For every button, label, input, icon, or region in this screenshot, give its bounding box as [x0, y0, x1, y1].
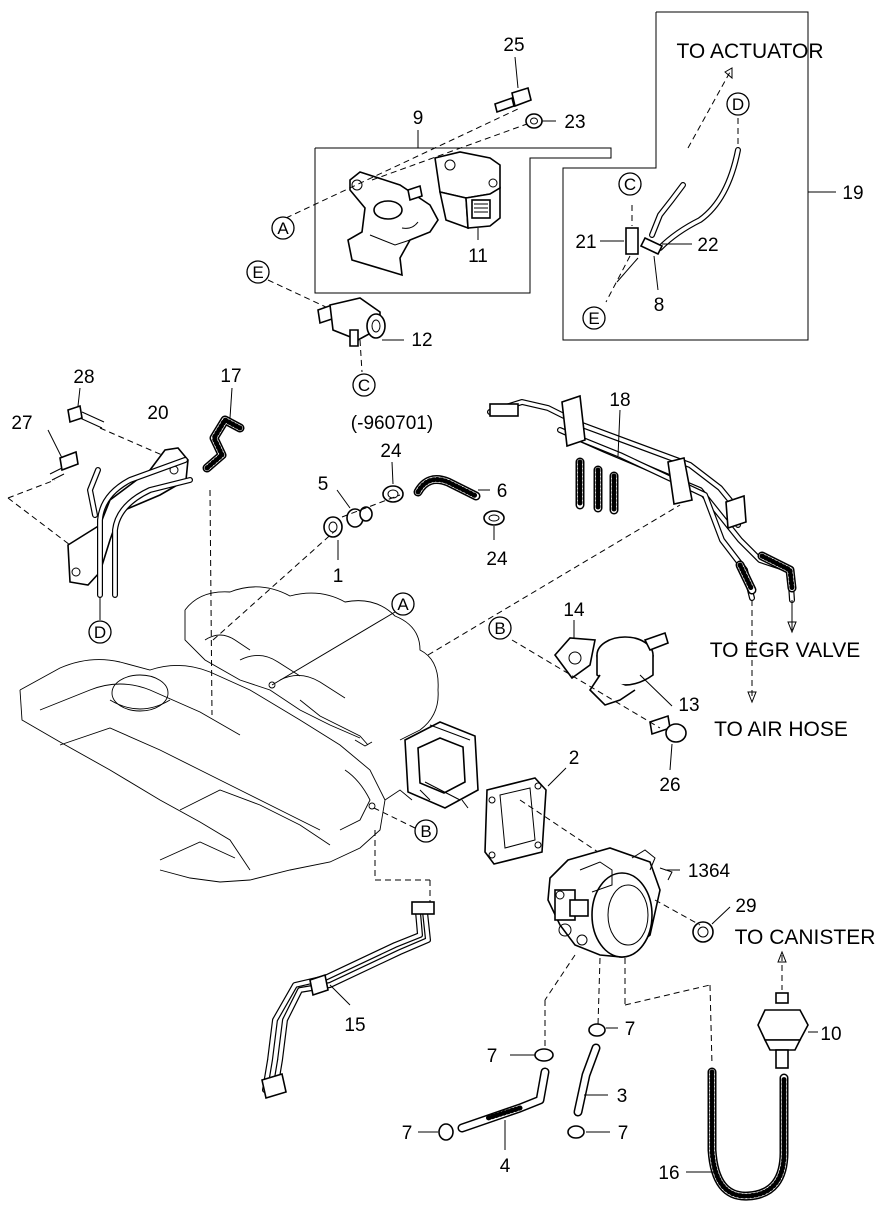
- hose-4: [457, 1067, 550, 1150]
- clamp-24-upper: [382, 461, 404, 503]
- ref-circle-D-bracket: D: [88, 620, 112, 644]
- label-29: 29: [735, 896, 756, 917]
- label-28: 28: [73, 367, 94, 388]
- label-date-code: (-960701): [351, 413, 433, 434]
- label-23: 23: [564, 112, 585, 133]
- hose-15: [261, 830, 435, 1100]
- cap-29: [692, 906, 731, 943]
- hose-16: [686, 1067, 789, 1201]
- label-25: 25: [503, 35, 524, 56]
- ref-D-bracket-text: D: [94, 623, 106, 642]
- label-8: 8: [654, 295, 665, 316]
- label-1364: 1364: [688, 861, 731, 882]
- ref-D-box19-text: D: [732, 95, 744, 114]
- assembly-9-box: [314, 147, 612, 294]
- hose-17: [202, 387, 245, 473]
- label-18: 18: [609, 390, 630, 411]
- bolt-26: [649, 714, 687, 771]
- label-24-lower: 24: [486, 549, 508, 570]
- label-6: 6: [497, 481, 508, 502]
- label-to-air-hose: TO AIR HOSE: [714, 718, 848, 741]
- label-1: 1: [333, 566, 344, 587]
- ref-circle-C-box19: C: [618, 172, 642, 196]
- ref-C-box19-text: C: [624, 175, 636, 194]
- bolt-27: [47, 429, 79, 481]
- bolt-28: [67, 387, 105, 429]
- label-15: 15: [344, 1015, 365, 1036]
- ref-circle-E-solenoid: E: [246, 260, 270, 284]
- label-19: 19: [842, 183, 863, 204]
- vacuum-solenoid-12: [267, 279, 404, 373]
- ref-B-engine-text: B: [420, 822, 431, 841]
- label-to-egr-valve: TO EGR VALVE: [710, 639, 861, 662]
- label-7-b: 7: [402, 1123, 413, 1144]
- label-20: 20: [147, 403, 168, 424]
- label-7-c: 7: [625, 1019, 636, 1040]
- ref-circle-E-box19: E: [582, 306, 606, 330]
- label-7-d: 7: [618, 1123, 629, 1144]
- bolt-25: [494, 56, 532, 114]
- label-10: 10: [820, 1024, 841, 1045]
- ref-circle-A-upper: A: [271, 216, 295, 240]
- assembly-19-box: [562, 11, 836, 341]
- label-4: 4: [500, 1156, 511, 1177]
- clamp-7-a: [510, 1048, 554, 1062]
- ref-circle-D-box19: D: [726, 92, 750, 116]
- ref-C-solenoid-text: C: [358, 376, 370, 395]
- label-12: 12: [411, 330, 432, 351]
- hose-3: [573, 1043, 608, 1117]
- label-11: 11: [468, 246, 488, 267]
- label-24-upper: 24: [380, 441, 402, 462]
- ref-circle-A-lower: A: [391, 592, 415, 616]
- label-16: 16: [658, 1163, 679, 1184]
- label-13: 13: [678, 695, 699, 716]
- label-7-a: 7: [487, 1046, 498, 1067]
- label-17: 17: [220, 366, 241, 387]
- clamp-24-lower: [483, 510, 505, 540]
- label-26: 26: [659, 775, 680, 796]
- ref-B-egr-text: B: [494, 619, 505, 638]
- hose-6: [413, 475, 490, 501]
- canister-filter-10: [757, 992, 818, 1069]
- label-3: 3: [617, 1086, 628, 1107]
- label-27: 27: [11, 413, 32, 434]
- throttle-body: [547, 847, 680, 958]
- ref-A-lower-text: A: [397, 595, 409, 614]
- ref-circle-C-solenoid: C: [352, 373, 376, 397]
- label-14: 14: [563, 600, 585, 621]
- label-5: 5: [318, 474, 329, 495]
- gasket-14: [553, 620, 596, 680]
- clamp-7-d: [567, 1125, 610, 1139]
- label-9: 9: [413, 108, 424, 129]
- label-2: 2: [569, 748, 580, 769]
- nut-23: [525, 113, 556, 129]
- gasket-2: [484, 767, 567, 865]
- label-to-actuator: TO ACTUATOR: [676, 40, 823, 63]
- ref-E-solenoid-text: E: [252, 263, 263, 282]
- ref-circle-B-engine: B: [414, 819, 438, 843]
- clamp-7-c: [588, 1023, 618, 1037]
- ref-A-upper-text: A: [277, 219, 289, 238]
- label-to-canister: TO CANISTER: [735, 926, 876, 949]
- egr-valve-13: [588, 631, 673, 707]
- fitting-1: [323, 516, 343, 560]
- ref-E-box19-text: E: [588, 309, 599, 328]
- vacuum-tube-assembly-18: [487, 394, 797, 603]
- label-21: 21: [575, 232, 596, 253]
- fitting-5: [336, 489, 373, 528]
- clamp-7-b: [418, 1123, 454, 1141]
- ref-circle-B-egr: B: [488, 616, 512, 640]
- bracket-20: [67, 447, 193, 620]
- label-22: 22: [697, 235, 718, 256]
